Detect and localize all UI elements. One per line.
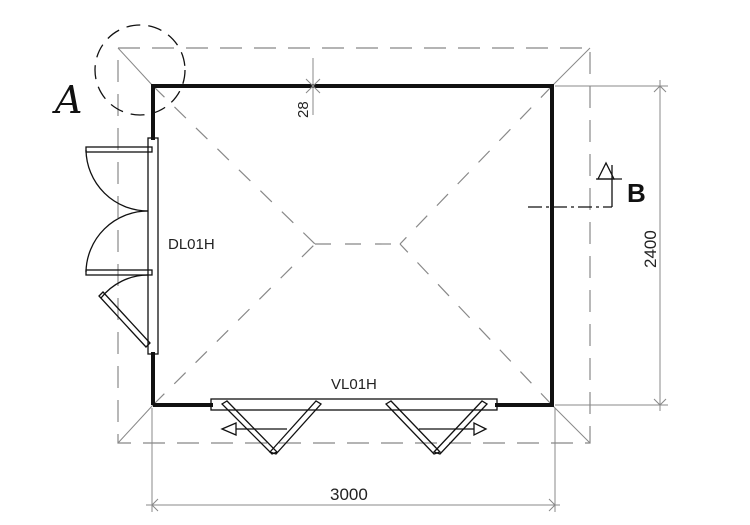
- window-vl01h: [210, 398, 498, 455]
- depth-dimension-label: 2400: [641, 230, 660, 268]
- window-label: VL01H: [331, 376, 377, 393]
- walls: [151, 84, 554, 407]
- detail-marker-label: A: [52, 78, 82, 122]
- overhang-corner-lines: [117, 47, 591, 444]
- roof-overhang-outline: [117, 47, 591, 444]
- depth-dimension: [555, 80, 668, 411]
- overhang-dimension-label: 28: [295, 101, 312, 118]
- roof-hip-lines: [152, 85, 553, 406]
- detail-circle: [94, 24, 186, 116]
- door-dl01h: [85, 137, 159, 355]
- overhang-dimension: [305, 58, 321, 115]
- width-dimension-label: 3000: [330, 485, 368, 504]
- section-marker: [528, 161, 622, 208]
- door-label: DL01H: [168, 236, 215, 253]
- section-marker-label: B: [627, 178, 646, 208]
- width-dimension: [146, 408, 560, 512]
